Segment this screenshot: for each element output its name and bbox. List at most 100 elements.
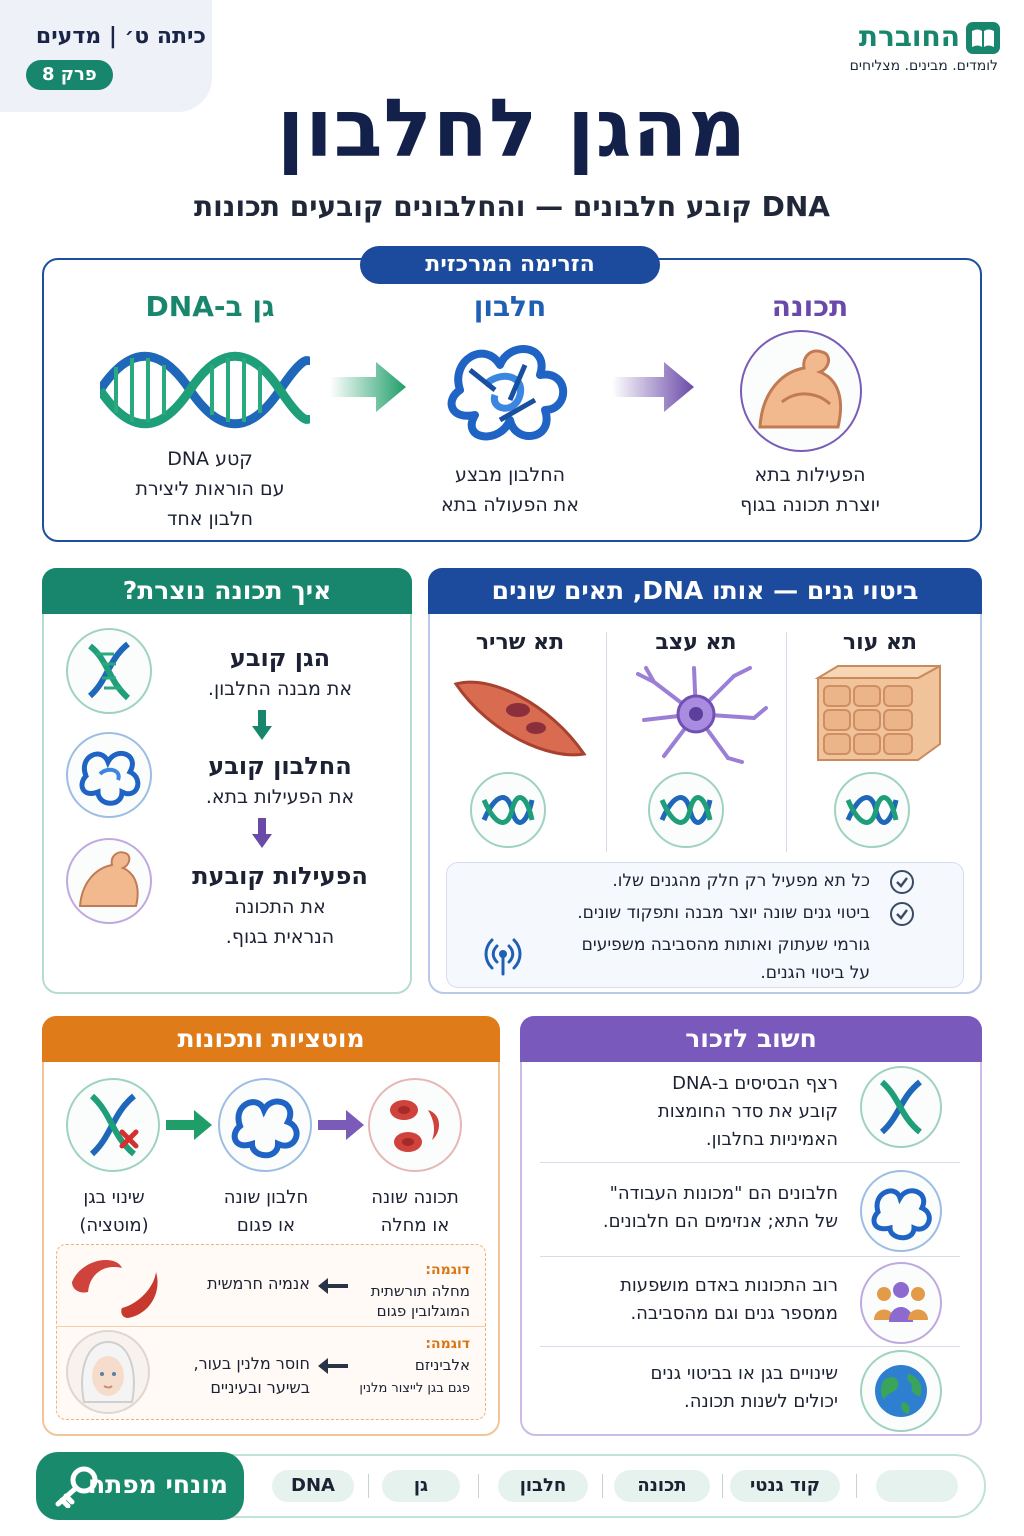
dna-icon bbox=[96, 345, 315, 435]
flow-trait-text: הפעילות בתא יוצרת תכונה בגוף bbox=[740, 464, 880, 516]
gene-expression-heading: ביטוי גנים — אותו DNA, תאים שונים bbox=[428, 568, 982, 614]
cell-nerve-title: תא עצב bbox=[655, 630, 737, 655]
term-dna: DNA bbox=[272, 1470, 354, 1502]
how-trait-heading: איך תכונה נוצרת? bbox=[42, 568, 412, 614]
term-separator bbox=[368, 1474, 369, 1498]
arrow-left-icon bbox=[318, 1358, 348, 1374]
arrow-right-icon bbox=[318, 1110, 364, 1140]
dna-icon bbox=[834, 772, 910, 848]
protein-icon bbox=[440, 330, 580, 450]
dna-icon bbox=[648, 772, 724, 848]
flow-protein-title: חלבון bbox=[473, 290, 547, 323]
example-1-name: מחלה תורשתית bbox=[370, 1282, 470, 1300]
example-1-result: אנמיה חרמשית bbox=[207, 1274, 310, 1293]
cell-muscle-title: תא שריר bbox=[475, 630, 565, 655]
mutation-stage-3: תכונה שונה או מחלה bbox=[371, 1187, 459, 1236]
remember-divider bbox=[540, 1346, 960, 1347]
albino-face-icon bbox=[66, 1330, 150, 1414]
expression-bullet-3-cont: על ביטוי הגנים. bbox=[760, 963, 870, 983]
expression-bullet-1: כל תא מפעיל רק חלק מהגנים שלו. bbox=[612, 871, 870, 891]
muscle-arm-icon bbox=[740, 330, 862, 452]
muscle-arm-icon bbox=[66, 838, 152, 924]
protein-icon bbox=[860, 1170, 942, 1252]
chapter-badge: פרק 8 bbox=[26, 60, 113, 90]
logo-tagline: לומדים. מבינים. מצליחים bbox=[849, 58, 998, 74]
red-blood-cells-icon bbox=[368, 1078, 462, 1172]
remember-item-1: רצף הבסיסים ב-DNA קובע את סדר החומצות הא… bbox=[657, 1073, 838, 1150]
book-icon bbox=[966, 22, 1000, 54]
cell-divider bbox=[786, 632, 787, 852]
expression-bullet-3: גורמי שעתוק ואותות מהסביבה משפיעים bbox=[581, 935, 870, 955]
muscle-cell-icon bbox=[450, 664, 590, 764]
remember-item-4: שינויים בגן או בביטוי גנים יכולים לשנות … bbox=[650, 1363, 838, 1412]
term-separator bbox=[856, 1474, 857, 1498]
expression-notes bbox=[446, 862, 964, 988]
how-step-1-text: את מבנה החלבון. bbox=[207, 678, 353, 700]
term-separator bbox=[602, 1474, 603, 1498]
arrow-down-icon bbox=[252, 710, 272, 740]
central-flow-heading: הזרימה המרכזית bbox=[360, 246, 660, 284]
skin-cell-icon bbox=[814, 664, 944, 764]
mutated-dna-icon bbox=[66, 1078, 160, 1172]
remember-divider bbox=[540, 1256, 960, 1257]
dna-icon bbox=[860, 1066, 942, 1148]
mutation-stage-2: חלבון שונה או פגום bbox=[223, 1187, 309, 1236]
check-icon bbox=[890, 902, 914, 926]
mutations-heading: מוטציות ותכונות bbox=[42, 1016, 500, 1062]
term-gene: גן bbox=[382, 1470, 460, 1502]
key-terms-heading: מונחי מפתח bbox=[87, 1470, 228, 1499]
term-separator bbox=[722, 1474, 723, 1498]
examples-divider bbox=[56, 1326, 486, 1327]
globe-icon bbox=[860, 1350, 942, 1432]
flow-gene-text: קטע DNA עם הוראות ליצירת חלבון אחד bbox=[135, 448, 285, 530]
arrow-right-icon bbox=[330, 362, 406, 412]
term-separator bbox=[478, 1474, 479, 1498]
mutation-stage-1: שינוי בגן (מוטציה) bbox=[79, 1187, 149, 1236]
nerve-cell-icon bbox=[624, 664, 768, 764]
term-genetic-code: קוד גנטי bbox=[730, 1470, 840, 1502]
logo-name: החוברת bbox=[858, 20, 960, 53]
protein-icon bbox=[218, 1078, 312, 1172]
flow-protein-text: החלבון מבצע את הפעולה בתא bbox=[440, 464, 579, 516]
how-step-3-text: את התכונה הנראית בגוף. bbox=[225, 896, 335, 948]
cell-skin-title: תא עור bbox=[842, 630, 918, 655]
flow-trait-title: תכונה bbox=[771, 290, 849, 323]
how-step-1-title: הגן קובע bbox=[229, 644, 331, 672]
dna-icon bbox=[66, 628, 152, 714]
cell-divider bbox=[606, 632, 607, 852]
example-2-label: דוגמה: bbox=[425, 1336, 470, 1352]
how-step-2-title: החלבון קובע bbox=[208, 752, 352, 780]
how-step-3-title: הפעילות קובעת bbox=[192, 862, 368, 890]
page-subtitle: DNA קובע חלבונים — והחלבונים קובעים תכונ… bbox=[194, 190, 830, 223]
arrow-down-icon bbox=[252, 818, 272, 848]
dna-icon bbox=[470, 772, 546, 848]
remember-divider bbox=[540, 1162, 960, 1163]
arrow-left-icon bbox=[318, 1278, 348, 1294]
how-step-2-text: את הפעילות בתא. bbox=[205, 786, 355, 808]
example-1-label: דוגמה: bbox=[425, 1262, 470, 1278]
example-1-detail: המוגלובין פגום bbox=[376, 1302, 470, 1320]
flow-gene-title: גן ב-DNA bbox=[145, 290, 275, 323]
sickle-cell-icon bbox=[66, 1252, 162, 1322]
example-2-name: אלביניזם bbox=[414, 1356, 470, 1374]
people-icon bbox=[860, 1262, 942, 1344]
signal-icon bbox=[478, 930, 528, 976]
protein-icon bbox=[66, 732, 152, 818]
key-icon bbox=[50, 1464, 100, 1509]
key-terms-badge: מונחי מפתח bbox=[36, 1452, 244, 1520]
remember-item-2: חלבונים הם "מכונות העבודה" של התא; אנזימ… bbox=[602, 1183, 838, 1232]
example-2-result: חוסר מלנין בעור, בשיער ובעיניים bbox=[193, 1354, 310, 1397]
check-icon bbox=[890, 870, 914, 894]
expression-bullet-2: ביטוי גנים שונה יוצר מבנה ותפקוד שונים. bbox=[577, 903, 870, 923]
term-empty-slot bbox=[876, 1470, 958, 1502]
example-2-detail: פגם בגן לייצור מלנין bbox=[359, 1381, 470, 1396]
term-trait: תכונה bbox=[614, 1470, 710, 1502]
remember-item-3: רוב התכונות באדם מושפעות ממספר גנים וגם … bbox=[620, 1275, 838, 1324]
arrow-right-icon bbox=[166, 1110, 212, 1140]
arrow-right-icon bbox=[612, 362, 694, 412]
page-title: מהגן לחלבון bbox=[276, 82, 748, 175]
grade-tag bbox=[0, 0, 212, 112]
subject-grade: כיתה ט׳ | מדעים bbox=[35, 24, 206, 49]
remember-heading: חשוב לזכור bbox=[520, 1016, 982, 1062]
term-protein: חלבון bbox=[498, 1470, 588, 1502]
